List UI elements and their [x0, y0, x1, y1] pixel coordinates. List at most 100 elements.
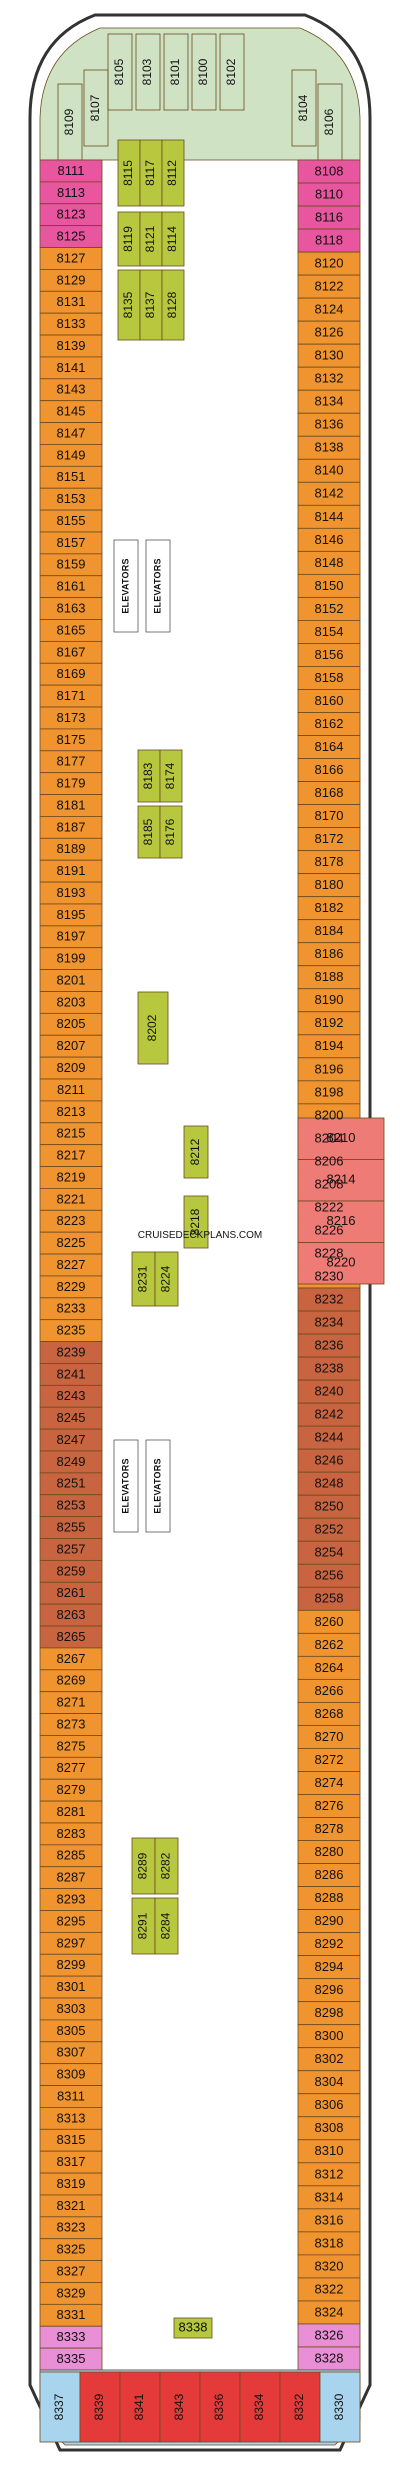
inner-cabin-label: 8282: [159, 1852, 173, 1879]
inner-cabin-8128[interactable]: [161, 269, 185, 341]
port-cabin-label: 8221: [57, 1191, 86, 1206]
aft-cabin-8339[interactable]: [79, 2371, 121, 2443]
suite-8214[interactable]: [297, 1159, 385, 1202]
corridor-layer: [99, 134, 301, 2371]
port-cabin-label: 8199: [57, 951, 86, 966]
starboard-cabin-label: 8148: [315, 555, 344, 570]
starboard-cabin-label: 8226: [315, 1222, 344, 1237]
elevators-label: ELEVATORS: [152, 1458, 162, 1513]
starboard-cabin-label: 8268: [315, 1706, 344, 1721]
port-cabin-label: 8191: [57, 863, 86, 878]
port-cabin-label: 8151: [57, 469, 86, 484]
aft-cabin-8332[interactable]: [279, 2371, 321, 2443]
port-cabin-label: 8271: [57, 1695, 86, 1710]
forward-cabin-label: 8103: [140, 58, 154, 85]
forward-cabin-8104[interactable]: [291, 69, 317, 147]
starboard-cabin-label: 8136: [315, 417, 344, 432]
port-cabin-label: 8287: [57, 1870, 86, 1885]
port-cabin-label: 8331: [57, 2307, 86, 2322]
suite-8220[interactable]: [297, 1242, 385, 1285]
inner-cabin-label: 8112: [165, 160, 179, 186]
aft-cabin-label: 8330: [332, 2393, 346, 2420]
port-cabin-label: 8209: [57, 1060, 86, 1075]
inner-cabin-8202[interactable]: [137, 991, 169, 1065]
starboard-cabin-label: 8120: [315, 256, 344, 271]
inner-cabin-8224[interactable]: [154, 1251, 179, 1307]
starboard-cabin-label: 8110: [315, 186, 343, 201]
starboard-cabin-label: 8162: [315, 716, 344, 731]
elevator-bank: [145, 539, 171, 633]
starboard-cabin-label: 8138: [315, 440, 344, 455]
inner-cabin-8338[interactable]: [173, 2317, 213, 2339]
aft-cabin-label: 8336: [212, 2393, 226, 2420]
starboard-cabin-label: 8266: [315, 1683, 344, 1698]
inner-cabin-8114[interactable]: [161, 211, 185, 267]
inner-cabin-8212[interactable]: [183, 1125, 209, 1179]
port-cabin-label: 8321: [57, 2198, 86, 2213]
starboard-cabin-label: 8270: [315, 1729, 344, 1744]
aft-cabin-8343[interactable]: [159, 2371, 201, 2443]
starboard-cabin-label: 8178: [315, 854, 344, 869]
inner-cabin-8284[interactable]: [154, 1897, 179, 1955]
starboard-cabin-label: 8208: [315, 1176, 344, 1191]
starboard-cabin-label: 8258: [315, 1591, 344, 1606]
inner-cabin-8112[interactable]: [161, 139, 185, 207]
aft-cabin-8330[interactable]: [319, 2371, 361, 2443]
inner-cabin-8174[interactable]: [159, 749, 183, 803]
forward-cabin-8103[interactable]: [135, 33, 161, 111]
starboard-cabin-label: 8164: [315, 739, 344, 754]
starboard-cabin-label: 8190: [315, 992, 344, 1007]
starboard-cabin-label: 8154: [315, 624, 344, 639]
port-cabin-label: 8133: [57, 316, 86, 331]
inner-cabin-label: 8115: [121, 160, 135, 186]
port-cabin-label: 8295: [57, 1913, 86, 1928]
forward-cabin-8100[interactable]: [191, 33, 217, 111]
port-cabin-label: 8215: [57, 1126, 86, 1141]
port-cabin-label: 8301: [57, 1979, 86, 1994]
port-cabin-label: 8141: [57, 360, 86, 375]
starboard-cabin-label: 8122: [315, 279, 344, 294]
port-cabin-label: 8195: [57, 907, 86, 922]
suite-label: 8216: [327, 1213, 356, 1228]
starboard-cabin-label: 8230: [315, 1268, 344, 1283]
suite-label: 8214: [327, 1172, 356, 1187]
starboard-cabin-label: 8180: [315, 877, 344, 892]
aft-cabin-8341[interactable]: [119, 2371, 161, 2443]
port-cabin-label: 8189: [57, 841, 86, 856]
suite-8210[interactable]: [297, 1117, 385, 1160]
inner-cabin-label: 8114: [165, 226, 179, 252]
inner-cabin-8176[interactable]: [159, 805, 183, 859]
port-cabin-label: 8319: [57, 2176, 86, 2191]
port-cabin-label: 8329: [57, 2285, 86, 2300]
port-cabin-label: 8229: [57, 1279, 86, 1294]
forward-cabin-8102[interactable]: [219, 33, 245, 111]
aft-cabin-8337[interactable]: [39, 2371, 81, 2443]
starboard-cabin-label: 8240: [315, 1384, 344, 1399]
port-cabin-label: 8303: [57, 2001, 86, 2016]
forward-cabin-label: 8104: [296, 94, 310, 121]
starboard-cabin-label: 8292: [315, 1936, 344, 1951]
starboard-cabin-label: 8168: [315, 785, 344, 800]
elevator-bank: [145, 1439, 171, 1533]
forward-cabin-8101[interactable]: [163, 33, 189, 111]
port-cabin-label: 8159: [57, 557, 86, 572]
port-cabin-label: 8113: [57, 185, 85, 200]
elevators-label: ELEVATORS: [120, 1458, 130, 1513]
aft-cabin-8336[interactable]: [199, 2371, 241, 2443]
inner-cabin-8218[interactable]: [183, 1195, 209, 1249]
port-cabin-label: 8313: [57, 2110, 86, 2125]
port-cabin-label: 8261: [57, 1585, 86, 1600]
port-cabin-label: 8129: [57, 272, 86, 287]
starboard-cabin-label: 8250: [315, 1499, 344, 1514]
port-cabin-label: 8259: [57, 1563, 86, 1578]
port-cabin-label: 8125: [57, 229, 86, 244]
port-cabin-label: 8187: [57, 819, 86, 834]
starboard-cabin-label: 8306: [315, 2097, 344, 2112]
forward-cabin-8107[interactable]: [83, 69, 109, 147]
inner-cabin-label: 8176: [163, 818, 177, 845]
port-cabin-label: 8263: [57, 1607, 86, 1622]
starboard-cabin-label: 8280: [315, 1844, 344, 1859]
inner-cabin-8282[interactable]: [154, 1837, 179, 1895]
port-cabin-label: 8241: [57, 1366, 86, 1381]
inner-cabin-label: 8174: [163, 762, 177, 789]
